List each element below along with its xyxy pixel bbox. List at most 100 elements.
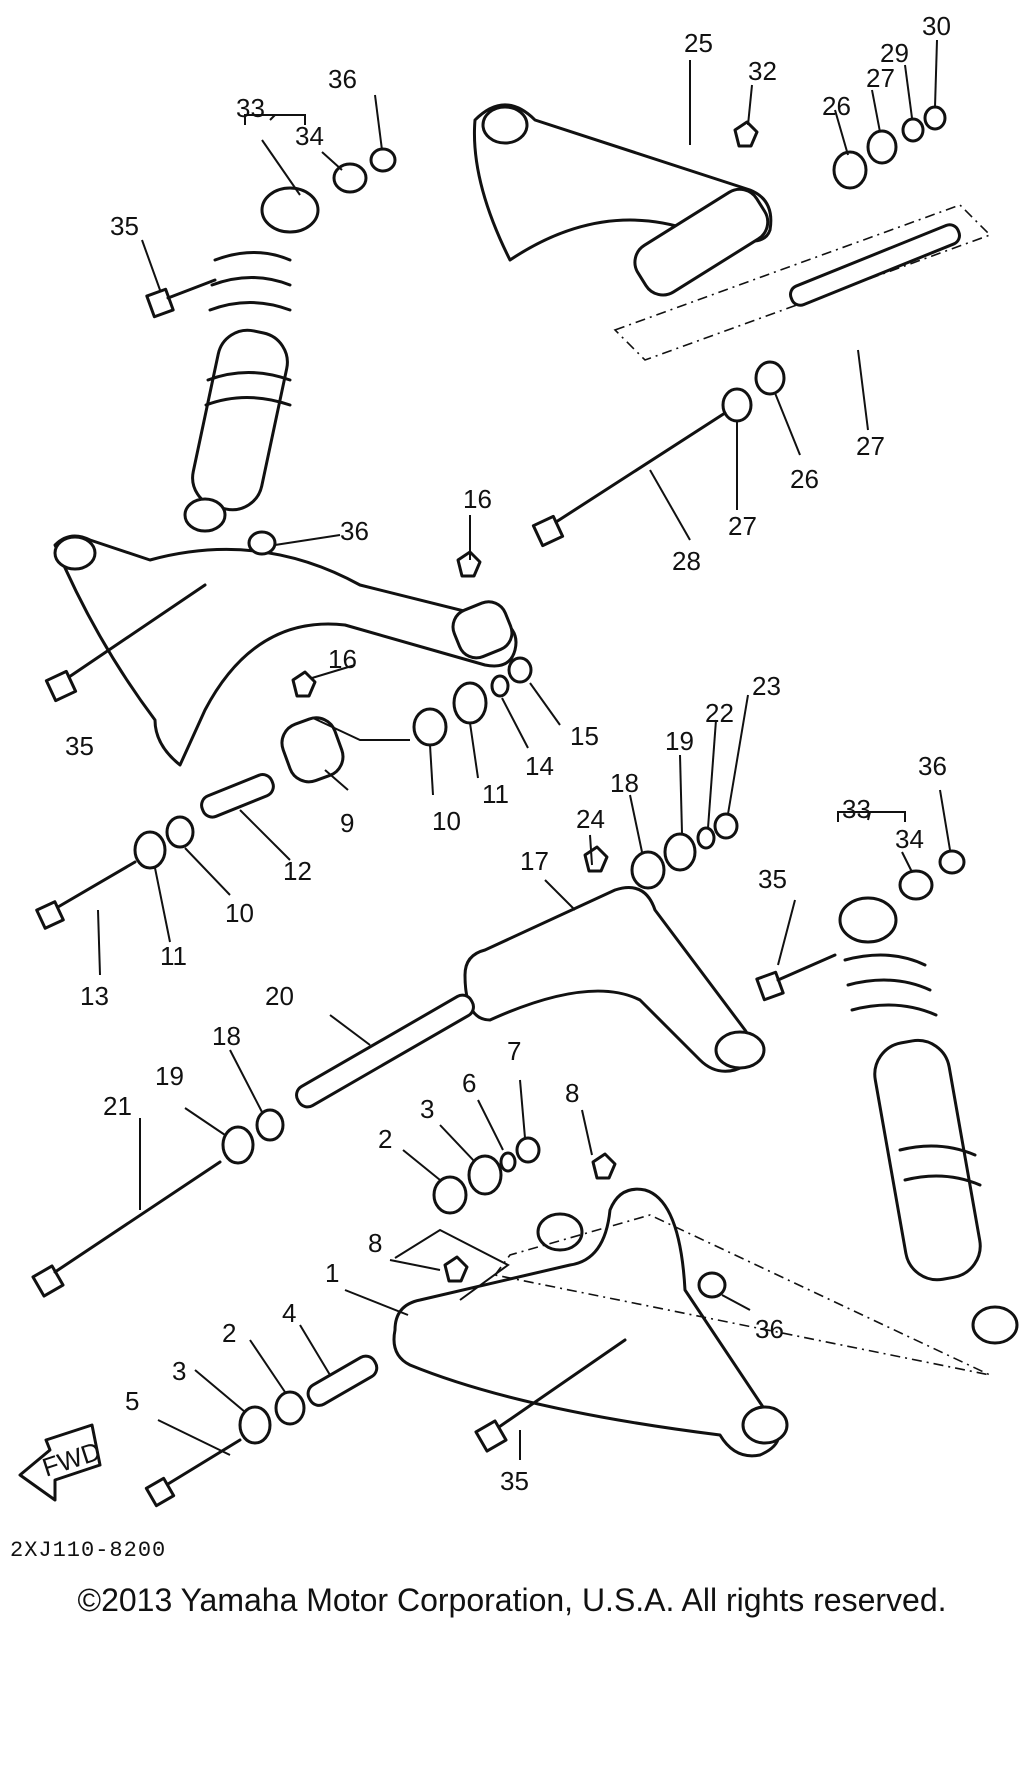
grease-nipple-32 [733, 120, 759, 148]
callout-35-bottom: 35 [500, 1466, 529, 1496]
washer-22 [696, 826, 716, 850]
lower-arm-1 [392, 1187, 789, 1458]
collar-12 [200, 773, 275, 819]
callout-6: 6 [462, 1068, 476, 1098]
nut-23 [713, 812, 739, 840]
callout-15: 15 [570, 721, 599, 751]
washer-3-lower [238, 1405, 272, 1445]
bolt-35-upper-left [145, 278, 217, 319]
callout-33-lower: 33 [842, 794, 871, 824]
diagram-reference-code: 2XJ110-8200 [10, 1538, 167, 1563]
bushing-34-right [898, 869, 934, 901]
grease-nipple-8-left [443, 1255, 469, 1283]
callout-26-top: 26 [822, 91, 851, 121]
callout-35-right: 35 [758, 864, 787, 894]
nut-36-right [938, 849, 966, 875]
washer-30 [901, 117, 925, 143]
callout-10-right: 10 [432, 806, 461, 836]
washer-14 [490, 674, 510, 698]
callout-35-upper: 35 [110, 211, 139, 241]
washer-19-right [663, 832, 697, 872]
callout-4: 4 [282, 1298, 296, 1328]
callout-2-lower: 2 [222, 1318, 236, 1348]
callout-5: 5 [125, 1386, 139, 1416]
callout-16-upper: 16 [463, 484, 492, 514]
bolt-29 [531, 411, 727, 548]
bushing-10-right [412, 707, 448, 747]
callout-2-upper: 2 [378, 1124, 392, 1154]
callout-12: 12 [283, 856, 312, 886]
callout-17: 17 [520, 846, 549, 876]
washer-27-top [866, 129, 898, 165]
callout-36-bottom: 36 [755, 1314, 784, 1344]
bushing-2-lower [274, 1390, 306, 1426]
grease-nipple-16-lower [291, 670, 317, 698]
callout-34-upper: 34 [295, 121, 324, 151]
grease-nipple-24 [583, 845, 609, 873]
callout-9: 9 [340, 808, 354, 838]
callout-7: 7 [507, 1036, 521, 1066]
callout-23: 23 [752, 671, 781, 701]
callout-36-mid: 36 [340, 516, 369, 546]
nut-36-left [369, 147, 397, 173]
bushing-26-top [832, 150, 868, 190]
nut-7 [515, 1136, 541, 1164]
callout-36-upper: 36 [328, 64, 357, 94]
callout-28: 27 [856, 431, 885, 461]
grease-nipple-8-right [591, 1152, 617, 1180]
bushing-18-right [630, 850, 666, 890]
callout-31: 30 [922, 11, 951, 41]
callout-16-lower: 16 [328, 644, 357, 674]
bolt-5 [144, 1438, 242, 1508]
washer-11-left [133, 830, 167, 870]
fwd-arrow-icon: FWD [18, 1423, 104, 1502]
callout-19-right: 19 [665, 726, 694, 756]
callout-33-upper: 33 [236, 93, 265, 123]
bushing-2-upper [432, 1175, 468, 1215]
callout-8-right: 8 [565, 1078, 579, 1108]
callout-8-left: 8 [368, 1228, 382, 1258]
bolt-35-right [755, 953, 837, 1002]
callout-35-mid: 35 [65, 731, 94, 761]
bolt-35-bottom [474, 1338, 627, 1453]
bolt-35-mid-left [44, 583, 207, 703]
washer-19-left [221, 1125, 255, 1165]
bushing-26-lower [754, 360, 786, 396]
washer-3-upper [467, 1154, 503, 1196]
collar-20 [295, 993, 475, 1109]
collar-4 [306, 1354, 379, 1407]
callout-36-right: 36 [918, 751, 947, 781]
washer-6 [499, 1151, 517, 1173]
callout-21: 21 [103, 1091, 132, 1121]
nut-36-bottom [697, 1271, 727, 1299]
bolt-21 [31, 1160, 222, 1298]
callout-24: 24 [576, 804, 605, 834]
bushing-34-left [332, 162, 368, 194]
upper-arm-25 [472, 103, 773, 297]
callout-13: 13 [80, 981, 109, 1011]
callout-27-top: 27 [866, 63, 895, 93]
callout-27-lower: 27 [728, 511, 757, 541]
nut-36-mid [247, 530, 277, 556]
callout-11-right: 11 [482, 779, 509, 809]
bushing-18-left [255, 1108, 285, 1142]
callout-14: 14 [525, 751, 554, 781]
callout-30: 29 [880, 38, 909, 68]
bushing-10-left [165, 815, 195, 849]
callout-26-lower: 26 [790, 464, 819, 494]
copyright-notice: ©2013 Yamaha Motor Corporation, U.S.A. A… [77, 1582, 947, 1618]
callout-29: 28 [672, 546, 701, 576]
callout-1: 1 [325, 1258, 339, 1288]
callout-18-left: 18 [212, 1021, 241, 1051]
callout-3-upper: 3 [420, 1094, 434, 1124]
leader-lines [97, 39, 951, 1460]
callout-labels: 33 34 36 35 25 32 26 27 29 30 27 26 27 2… [65, 11, 951, 1496]
axis-line-bottom [493, 1214, 991, 1376]
axis-box-upper [613, 204, 992, 361]
callout-20: 20 [265, 981, 294, 1011]
callout-10-left: 10 [225, 898, 254, 928]
shock-absorber-right [838, 896, 1019, 1345]
washer-11-right [452, 681, 488, 725]
callout-22: 22 [705, 698, 734, 728]
